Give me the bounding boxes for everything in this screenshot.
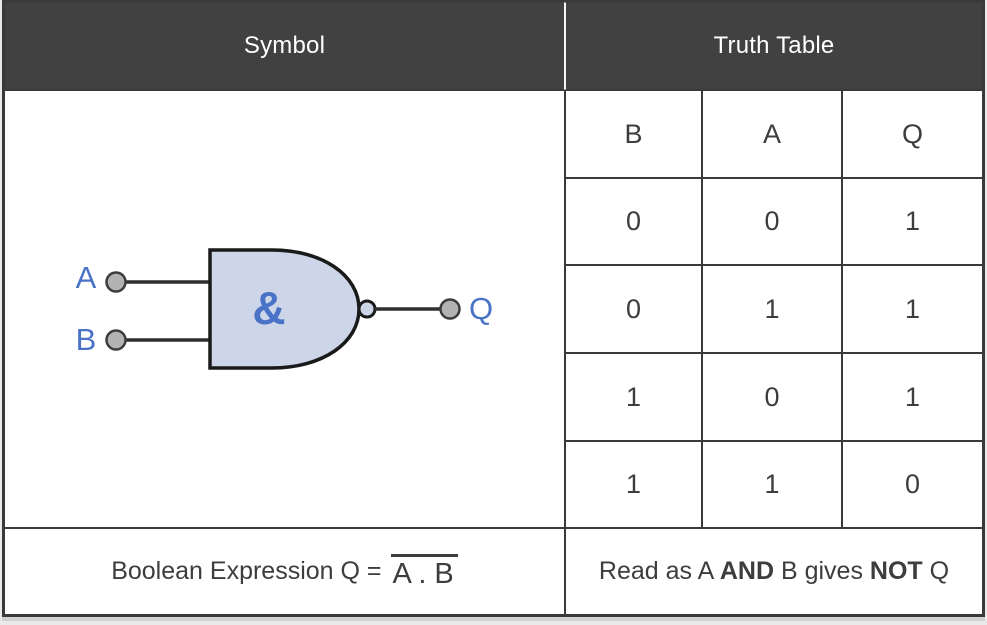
boolean-expression-overlined-term: A . B — [390, 553, 458, 589]
truth-header-cell-a: A — [702, 90, 842, 178]
truth-cell: 1 — [565, 353, 702, 441]
input-terminal-b — [104, 329, 127, 351]
read-as-part3: Q — [922, 557, 950, 585]
read-as-part2: B gives — [774, 557, 870, 585]
truth-header-cell-b: B — [565, 90, 702, 178]
truth-cell: 1 — [565, 441, 702, 528]
truth-cell: 1 — [842, 178, 983, 265]
symbol-header: Symbol — [4, 2, 565, 90]
truth-cell: 0 — [565, 178, 702, 265]
truth-cell: 0 — [565, 265, 702, 353]
output-terminal — [438, 298, 461, 320]
gate-symbol-text: & — [252, 282, 285, 334]
boolean-expression: Boolean Expression Q = A . B — [4, 528, 565, 615]
read-as-caption: Read as A AND B gives NOT Q — [565, 528, 983, 615]
gate-symbol-panel: A B & Q — [4, 90, 565, 528]
read-as-and: AND — [719, 557, 775, 585]
inversion-bubble-icon — [357, 299, 376, 319]
input-label-a: A — [75, 260, 96, 295]
truth-header-cell-q: Q — [842, 90, 983, 178]
input-label-b: B — [75, 322, 96, 357]
input-terminal-a — [104, 271, 127, 293]
truth-cell: 0 — [842, 441, 983, 528]
read-as-not: NOT — [869, 557, 923, 585]
truth-cell: 1 — [842, 353, 983, 441]
truth-cell: 1 — [702, 441, 842, 528]
nand-gate-diagram: A B & Q — [75, 248, 493, 370]
truth-cell: 1 — [842, 265, 983, 353]
truth-cell: 0 — [702, 353, 842, 441]
truth-table-header: Truth Table — [565, 2, 983, 90]
read-as-part1: Read as A — [598, 557, 720, 585]
boolean-expression-prefix: Boolean Expression Q = — [111, 557, 382, 585]
output-label-q: Q — [468, 291, 492, 326]
truth-cell: 0 — [702, 178, 842, 265]
truth-cell: 1 — [702, 265, 842, 353]
